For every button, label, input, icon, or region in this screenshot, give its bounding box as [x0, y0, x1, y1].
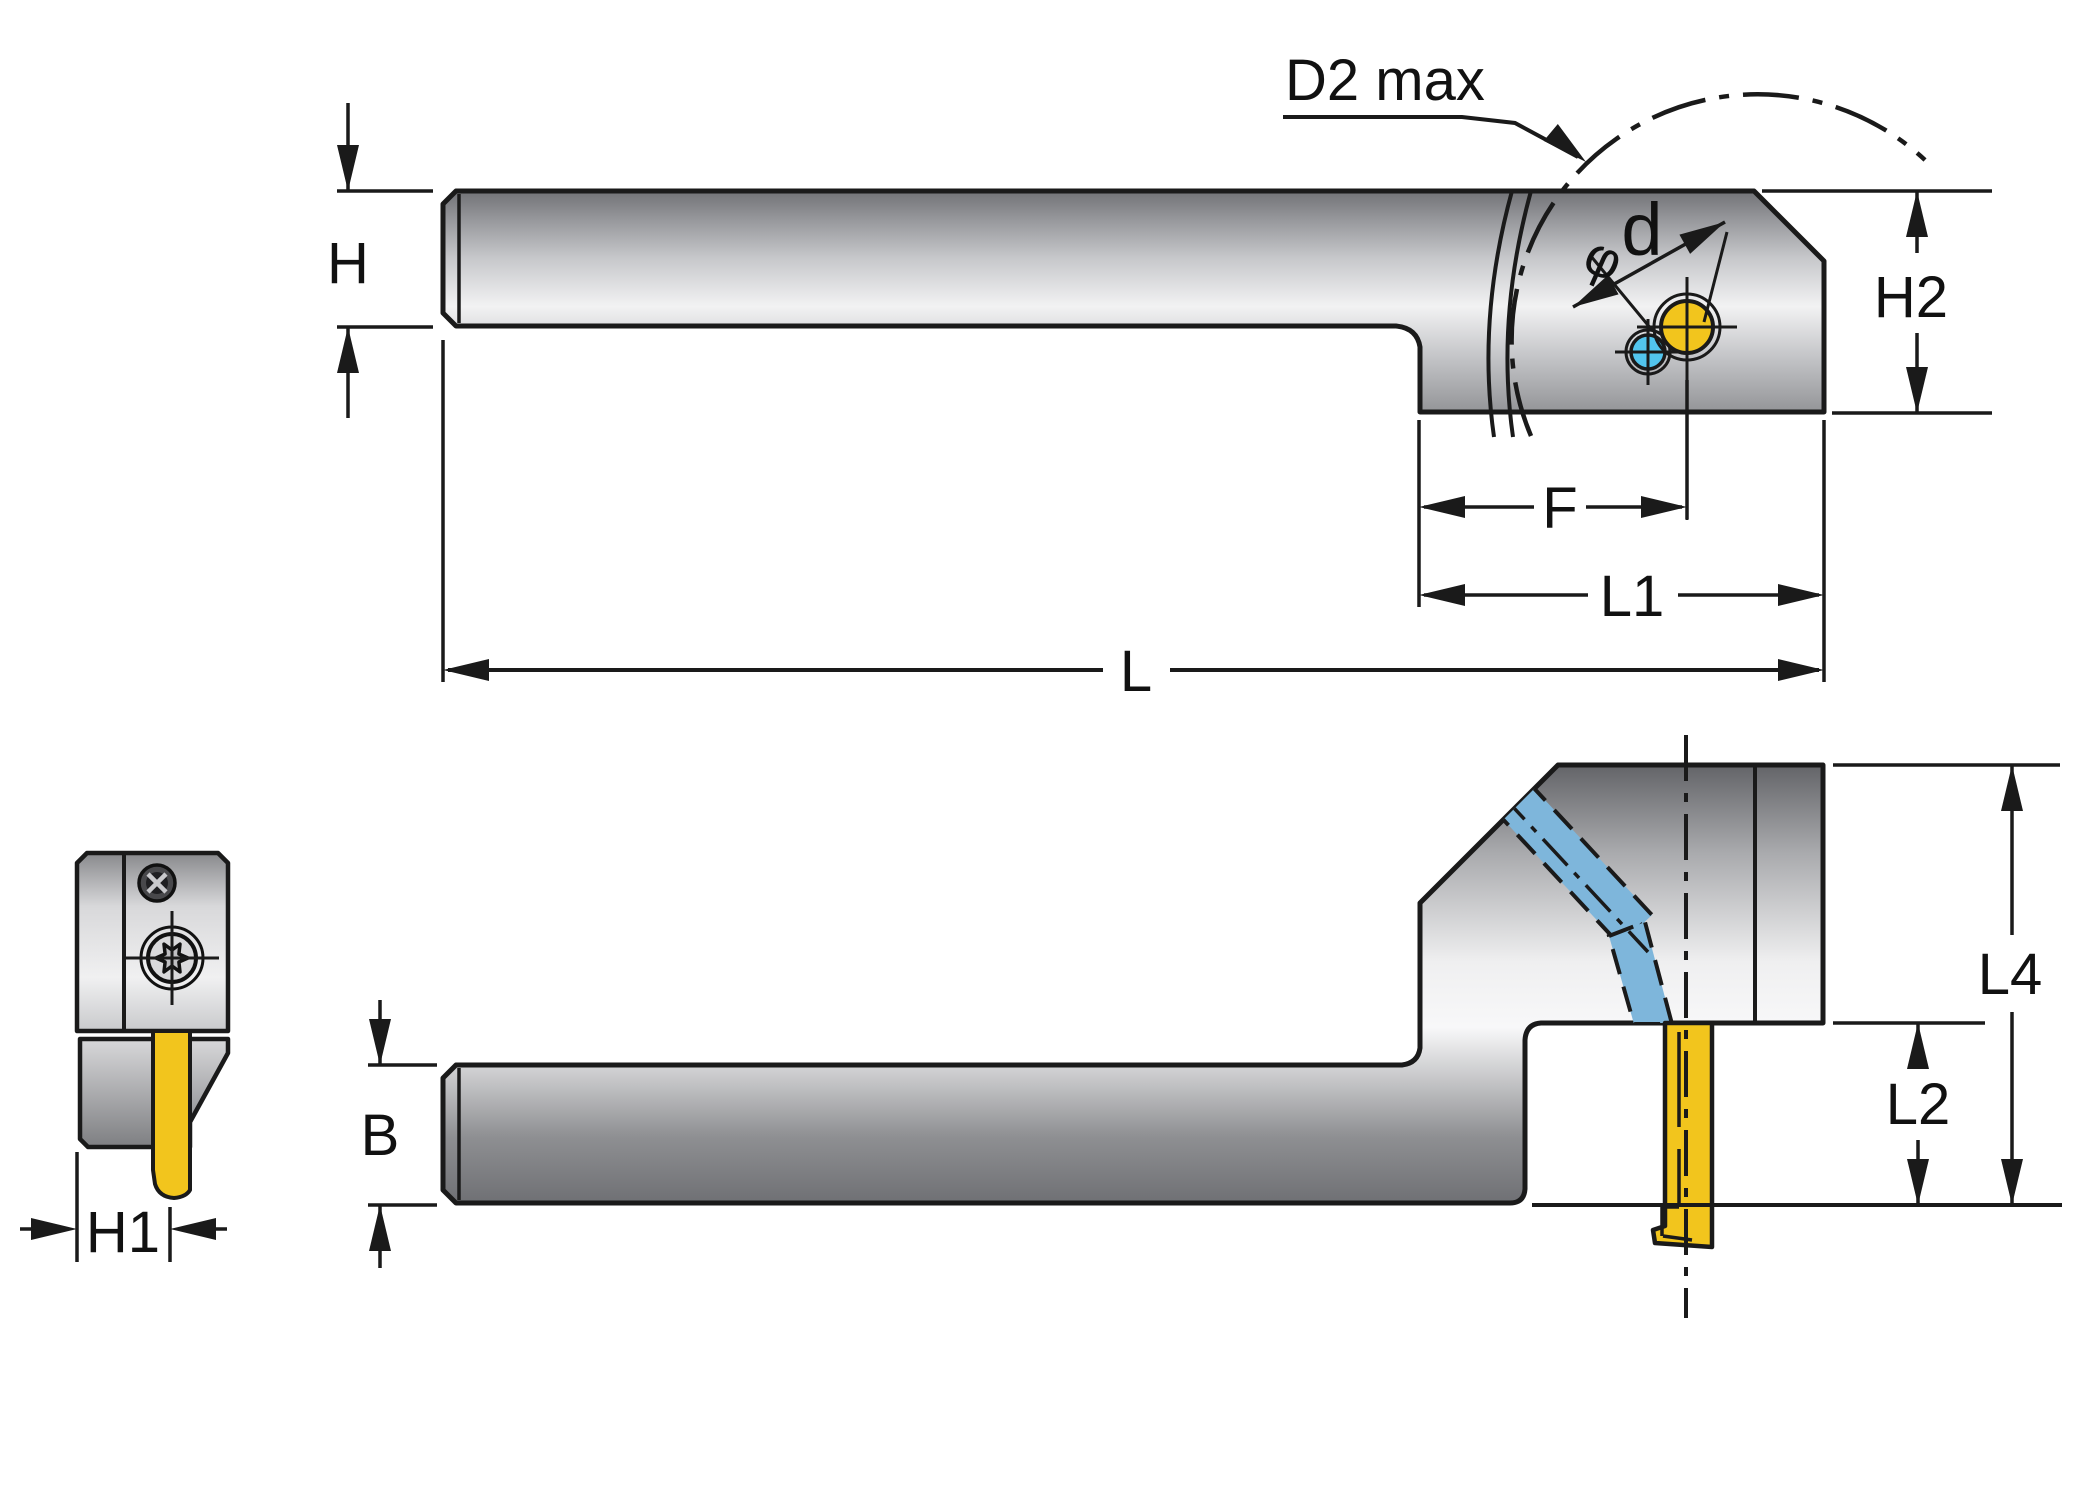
- h2-extension-lines: [1762, 189, 1992, 415]
- phi-d-arrowhead-lower: [1573, 275, 1619, 307]
- l1-label: L1: [1600, 564, 1665, 629]
- h2-label: H2: [1874, 265, 1948, 330]
- dimension-f: F: [1417, 380, 1689, 607]
- dimension-l: L: [441, 340, 1824, 704]
- l-arrowhead-left: [443, 659, 489, 681]
- f-arrowhead-right: [1641, 496, 1687, 518]
- insert-blade-shape: [1650, 1020, 1715, 1250]
- b-arrowhead-top: [369, 1019, 391, 1065]
- l2-arrowhead-top: [1907, 1023, 1929, 1069]
- l4-label: L4: [1978, 942, 2043, 1007]
- head-transition-arc-1: [1486, 190, 1514, 438]
- h-label: H: [327, 231, 369, 296]
- clamp-screw-phillips-cross: [146, 872, 168, 894]
- coolant-channel-upper-bore: [1496, 782, 1655, 948]
- f-extension-lines: [1417, 380, 1689, 607]
- phi-d-arrowhead-upper: [1679, 222, 1725, 254]
- dimension-l1: L1: [1419, 420, 1826, 682]
- l4-arrowhead-top: [2001, 765, 2023, 811]
- l2-label: L2: [1886, 1072, 1951, 1137]
- h1-arrowhead-right: [170, 1218, 216, 1240]
- d2-max-arc: [1509, 92, 1927, 437]
- side-view-body: [440, 762, 1826, 1206]
- side-view: B L2 L4: [361, 735, 2062, 1318]
- h-extension-lines: [337, 189, 433, 329]
- clamp-screw-crosshair: [1615, 319, 1681, 385]
- d2-max-callout: D2 max: [1283, 48, 1586, 162]
- torx-screw-icon: [125, 911, 219, 1005]
- h-arrowhead-top: [337, 145, 359, 191]
- clamp-screw-icon: [137, 863, 177, 903]
- dimension-h1: H1: [20, 1152, 227, 1265]
- phi-d-extension-lines: [1588, 231, 1729, 331]
- l4-arrowhead-bottom: [2001, 1159, 2023, 1205]
- d2-max-leader-arrowhead: [1543, 124, 1586, 162]
- end-view-insert: [151, 1029, 192, 1200]
- h1-extension-lines: [75, 1152, 172, 1262]
- d2-max-leader: [1283, 115, 1579, 159]
- dimension-h: H: [327, 103, 433, 418]
- l1-arrowhead-right: [1778, 584, 1824, 606]
- torx-crosshair: [125, 911, 219, 1005]
- l1-arrowhead-left: [1419, 584, 1465, 606]
- h1-arrowhead-left: [31, 1218, 77, 1240]
- h1-label: H1: [86, 1200, 160, 1265]
- dimension-h2: H2: [1762, 189, 1992, 415]
- dimension-l2: L2: [1833, 1021, 1985, 1205]
- clamp-screw-hole: [1615, 319, 1681, 385]
- f-arrowhead-left: [1419, 496, 1465, 518]
- l-label: L: [1120, 639, 1152, 704]
- l-arrowhead-right: [1778, 659, 1824, 681]
- insert-blade: [1650, 1020, 1715, 1250]
- f-label: F: [1542, 476, 1577, 541]
- end-view: H1: [20, 850, 231, 1265]
- d-label: d: [1621, 188, 1662, 271]
- b-label: B: [361, 1103, 400, 1168]
- h2-arrowhead-bottom: [1906, 367, 1928, 413]
- h2-arrowhead-top: [1906, 191, 1928, 237]
- dimension-b: B: [361, 1000, 437, 1268]
- coolant-channel: [1496, 782, 1675, 1026]
- b-arrowhead-bottom: [369, 1205, 391, 1251]
- head-transition-arc-2: [1505, 190, 1533, 438]
- plan-view-body: [440, 188, 1827, 415]
- d2-max-label: D2 max: [1285, 48, 1485, 113]
- coolant-channel-lower-bore: [1606, 919, 1675, 1026]
- l2-arrowhead-bottom: [1907, 1159, 1929, 1205]
- plan-view: φ d D2 max H H2: [327, 48, 1992, 704]
- h-arrowhead-bottom: [337, 327, 359, 373]
- dimension-l4: L4: [1833, 763, 2060, 1205]
